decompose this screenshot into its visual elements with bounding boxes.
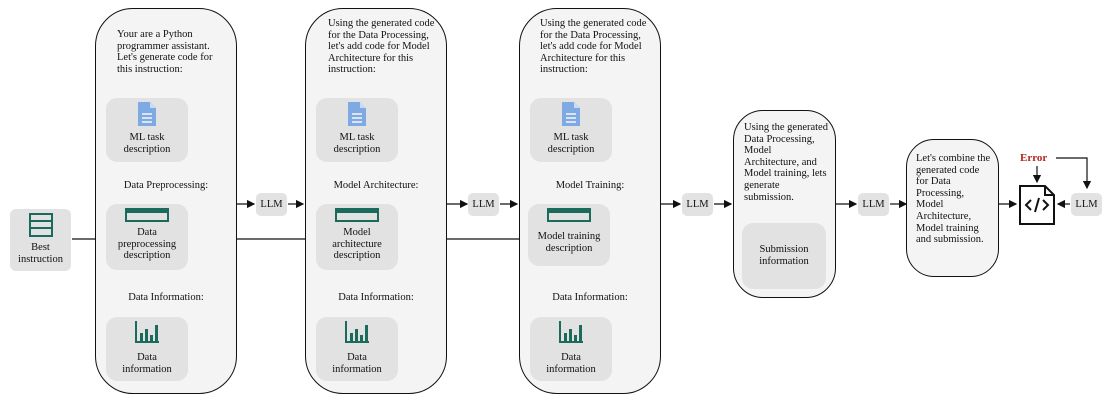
document-icon <box>348 102 366 126</box>
stage1-task-card: ML task description <box>106 98 188 162</box>
stage2-prompt: Using the generated code for the Data Pr… <box>328 18 435 76</box>
stage3-section-b-card-label: Data information <box>546 352 596 375</box>
stage5-prompt: Let's combine the generated code for Dat… <box>916 153 991 246</box>
stage1-section-a-card: Data preprocessing description <box>106 204 188 270</box>
llm-node-1: LLM <box>256 193 287 216</box>
stage4-card: Submission information <box>742 223 826 289</box>
stage1-section-b-title: Data Information: <box>128 292 204 303</box>
stage2-task-card: ML task description <box>316 98 398 162</box>
bar-chart-icon <box>135 321 159 343</box>
stage2-section-b-card: Data information <box>316 317 398 381</box>
stage-panel-combine <box>906 139 999 277</box>
table-icon <box>125 208 169 222</box>
llm-node-2: LLM <box>468 193 499 216</box>
bar-chart-icon <box>559 321 583 343</box>
input-box: Best instruction <box>10 209 71 271</box>
stage3-task-card-label: ML task description <box>547 132 595 155</box>
arrow-error-loop <box>1056 157 1092 190</box>
stage3-prompt: Using the generated code for the Data Pr… <box>540 18 647 76</box>
stage1-section-a-card-label: Data preprocessing description <box>117 227 177 262</box>
stage3-section-b-card: Data information <box>530 317 612 381</box>
stage2-section-b-title: Data Information: <box>338 292 414 303</box>
stage3-section-a-card: Model training description <box>528 204 610 266</box>
table-icon <box>335 208 379 222</box>
stage4-prompt: Using the generated Data Processing, Mod… <box>744 122 828 203</box>
error-label: Error <box>1020 152 1048 164</box>
stage1-task-card-label: ML task description <box>123 132 171 155</box>
stage4-card-label: Submission information <box>759 244 809 267</box>
table-icon <box>547 208 591 222</box>
stage2-section-a-card: Model architecture description <box>316 204 398 270</box>
llm-node-5: LLM <box>1071 193 1102 216</box>
stage3-section-b-title: Data Information: <box>552 292 628 303</box>
bar-chart-icon <box>345 321 369 343</box>
stage1-section-b-card-label: Data information <box>122 352 172 375</box>
code-file-icon <box>1019 185 1055 225</box>
stage2-task-card-label: ML task description <box>333 132 381 155</box>
llm-node-3: LLM <box>682 193 713 216</box>
stage2-section-b-card-label: Data information <box>332 352 382 375</box>
document-icon <box>138 102 156 126</box>
list-icon <box>29 213 53 237</box>
stage1-section-a-title: Data Preprocessing: <box>123 180 209 191</box>
input-label: Best instruction <box>18 242 63 265</box>
document-icon <box>562 102 580 126</box>
stage1-section-b-card: Data information <box>106 317 188 381</box>
stage3-section-a-title: Model Training: <box>555 180 625 191</box>
stage2-section-a-card-label: Model architecture description <box>332 227 382 262</box>
llm-node-4: LLM <box>858 193 889 216</box>
stage1-prompt: Your are a Python programmer assistant. … <box>117 29 213 75</box>
stage3-task-card: ML task description <box>530 98 612 162</box>
stage2-section-a-title: Model Architecture: <box>333 180 419 191</box>
stage3-section-a-card-label: Model training description <box>537 231 601 254</box>
